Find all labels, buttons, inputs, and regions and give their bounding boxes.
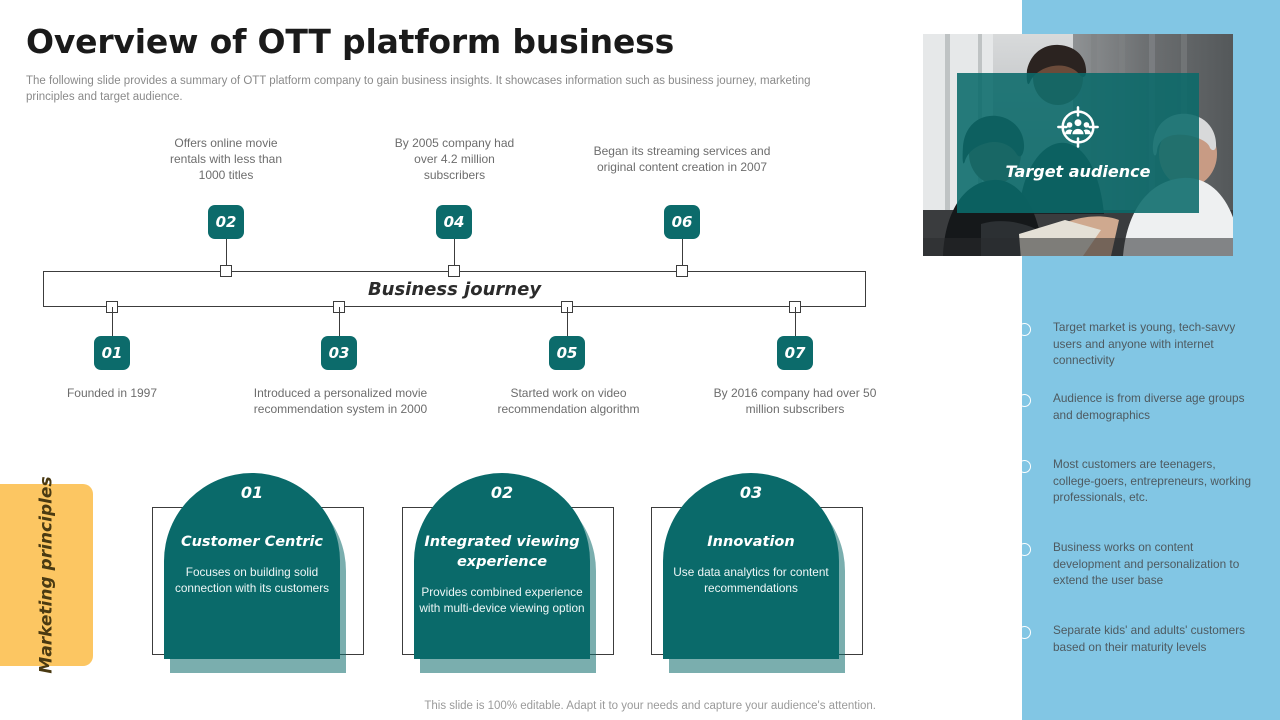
- principle-card-01[interactable]: 01 Customer Centric Focuses on building …: [152, 473, 364, 673]
- timeline-stem-05: [566, 307, 568, 337]
- bullet-circle-icon: [1018, 543, 1031, 556]
- principle-title: Innovation: [707, 534, 795, 550]
- timeline-number-07[interactable]: 07: [777, 336, 813, 370]
- footer-note: This slide is 100% editable. Adapt it to…: [424, 700, 876, 712]
- timeline-text-03: Introduced a personalized movie recommen…: [253, 386, 428, 416]
- principle-card-body: 01 Customer Centric Focuses on building …: [164, 473, 340, 659]
- audience-bullet-text: Most customers are teenagers, college-go…: [1053, 457, 1252, 504]
- timeline-text-04: By 2005 company had over 4.2 million sub…: [394, 136, 515, 182]
- timeline-stem-01: [111, 307, 113, 337]
- timeline-number-01[interactable]: 01: [94, 336, 130, 370]
- target-people-icon: [1057, 105, 1099, 148]
- principle-card-body: 03 Innovation Use data analytics for con…: [663, 473, 839, 659]
- marketing-principles-label: Marketing principles: [36, 476, 56, 674]
- timeline-stem-07: [794, 307, 796, 337]
- bullet-circle-icon: [1018, 323, 1031, 336]
- page-title: Overview of OTT platform business: [26, 22, 675, 61]
- timeline-text-01: Founded in 1997: [66, 386, 158, 400]
- audience-bullet-text: Audience is from diverse age groups and …: [1053, 391, 1245, 422]
- timeline-text-05: Started work on video recommendation alg…: [497, 386, 640, 416]
- audience-bullet-text: Target market is young, tech-savvy users…: [1053, 320, 1236, 367]
- target-audience-title: Target audience: [1005, 161, 1151, 181]
- principle-number: 03: [739, 483, 763, 502]
- principle-card-02[interactable]: 02 Integrated viewing experience Provide…: [402, 473, 614, 673]
- audience-bullet-1: Target market is young, tech-savvy users…: [1018, 319, 1268, 369]
- timeline-stem-06: [681, 239, 683, 271]
- principle-number: 02: [490, 483, 514, 502]
- timeline-number-02[interactable]: 02: [208, 205, 244, 239]
- timeline-number-04[interactable]: 04: [436, 205, 472, 239]
- audience-bullet-4: Business works on content development an…: [1018, 539, 1268, 589]
- audience-bullet-3: Most customers are teenagers, college-go…: [1018, 456, 1268, 506]
- timeline-node-04: [448, 265, 460, 277]
- bullet-circle-icon: [1018, 394, 1031, 407]
- timeline-stem-04: [453, 239, 455, 271]
- page-subtitle: The following slide provides a summary o…: [26, 75, 811, 103]
- target-audience-overlay: Target audience: [957, 73, 1199, 213]
- timeline-number-05[interactable]: 05: [549, 336, 585, 370]
- audience-bullet-text: Separate kids' and adults' customers bas…: [1053, 623, 1246, 654]
- timeline-number-06[interactable]: 06: [664, 205, 700, 239]
- principle-title: Customer Centric: [180, 534, 324, 550]
- marketing-principles-tab: Marketing principles: [0, 476, 93, 674]
- timeline-node-06: [676, 265, 688, 277]
- timeline-text-06: Began its streaming services and origina…: [593, 144, 771, 174]
- timeline-text-02: Offers online movie rentals with less th…: [169, 136, 283, 182]
- photo-illustration: [923, 34, 1233, 256]
- principle-desc: Focuses on building solid connection wit…: [174, 565, 330, 595]
- bullet-circle-icon: [1018, 460, 1031, 473]
- audience-bullet-2: Audience is from diverse age groups and …: [1018, 390, 1268, 423]
- principle-number: 01: [240, 483, 264, 502]
- audience-bullet-text: Business works on content development an…: [1053, 540, 1240, 587]
- bullet-circle-icon: [1018, 626, 1031, 639]
- timeline-stem-03: [338, 307, 340, 337]
- business-journey-bar: Business journey: [43, 271, 866, 307]
- timeline-stem-02: [225, 239, 227, 271]
- timeline-text-07: By 2016 company had over 50 million subs…: [713, 386, 877, 416]
- business-journey-label: Business journey: [367, 278, 542, 300]
- timeline-node-02: [220, 265, 232, 277]
- audience-bullet-5: Separate kids' and adults' customers bas…: [1018, 622, 1268, 655]
- principle-card-body: 02 Integrated viewing experience Provide…: [414, 473, 590, 659]
- principle-card-03[interactable]: 03 Innovation Use data analytics for con…: [651, 473, 863, 673]
- timeline-number-03[interactable]: 03: [321, 336, 357, 370]
- principle-desc: Provides combined experience with multi-…: [419, 585, 585, 615]
- principle-title: Integrated viewing experience: [424, 534, 580, 570]
- principle-desc: Use data analytics for content recommend…: [673, 565, 829, 595]
